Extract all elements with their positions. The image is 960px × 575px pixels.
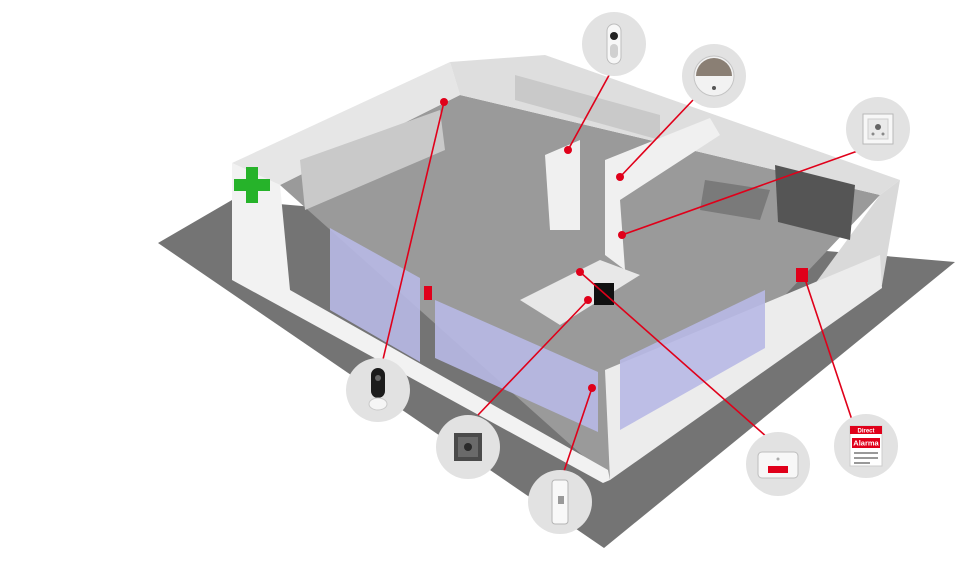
- wall-keypad-icon: [862, 113, 894, 145]
- door-contact-icon: [551, 479, 569, 525]
- left-window: [330, 228, 420, 362]
- front-window: [435, 300, 598, 432]
- front-left-wall: [232, 163, 610, 483]
- anchor-dot-alarm-sign: [800, 272, 808, 280]
- alarm-sign-brand: Direct: [857, 429, 874, 435]
- ceiling-siren-icon: [693, 55, 735, 97]
- counter: [520, 260, 640, 325]
- pharmacy-cross: [234, 167, 270, 203]
- anchor-dot-door-contact: [588, 384, 596, 392]
- control-keypad-icon: [454, 433, 482, 461]
- anchor-dot-control-keypad: [584, 296, 592, 304]
- ceiling-siren-callout[interactable]: [682, 44, 746, 108]
- right-outer-wall: [605, 255, 882, 480]
- pir-camera-icon: [606, 23, 622, 65]
- alarm-sign-callout[interactable]: Direct Alarma: [834, 414, 898, 478]
- storefront-sticker: [424, 286, 432, 300]
- back-shelving: [515, 75, 660, 140]
- leader-line-alarm-hub: [579, 271, 769, 439]
- control-keypad-callout[interactable]: [436, 415, 500, 479]
- anchor-dot-ceiling-siren: [616, 173, 624, 181]
- anchor-dot-wall-keypad: [618, 231, 626, 239]
- indoor-camera-callout[interactable]: [346, 358, 410, 422]
- alarm-sign-icon: Direct Alarma: [849, 425, 883, 467]
- wall-keypad-callout[interactable]: [846, 97, 910, 161]
- right-window: [620, 290, 765, 430]
- pir-camera-detector-callout[interactable]: [582, 12, 646, 76]
- leader-line-door-contact: [559, 387, 593, 484]
- office-cabinet: [775, 165, 855, 240]
- leader-line-alarm-sign: [803, 275, 853, 421]
- partition-wall: [545, 140, 580, 230]
- left-shelving: [300, 110, 445, 210]
- anchor-dot-indoor-camera: [440, 98, 448, 106]
- leader-line-control-keypad: [477, 299, 589, 416]
- leader-line-ceiling-siren: [619, 99, 694, 178]
- leader-line-pir-camera: [567, 67, 614, 151]
- indoor-camera-icon: [368, 368, 388, 411]
- alarm-hub-icon: [757, 451, 799, 479]
- leader-line-indoor-camera: [379, 101, 445, 373]
- back-wall-left: [232, 62, 460, 185]
- anchor-dot-alarm-hub: [576, 268, 584, 276]
- door-contact-callout[interactable]: [528, 470, 592, 534]
- leader-line-wall-keypad: [621, 147, 867, 236]
- office-wall: [605, 118, 720, 270]
- anchor-dot-pir-camera: [564, 146, 572, 154]
- alarm-hub-callout[interactable]: [746, 432, 810, 496]
- office-desk: [700, 180, 770, 220]
- alarm-sign-title: Alarma: [853, 439, 879, 448]
